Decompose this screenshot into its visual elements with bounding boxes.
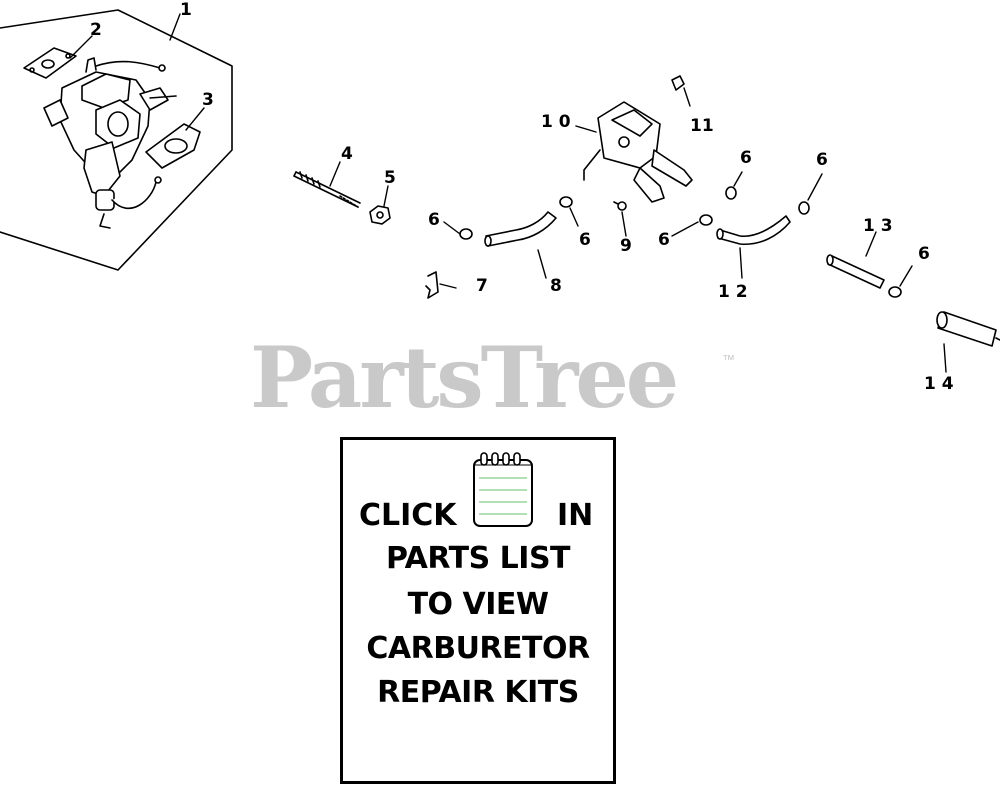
carburetor-assembly-frame (0, 9, 233, 271)
callout-1[interactable]: 1 (180, 0, 192, 20)
callout-4[interactable]: 4 (341, 144, 353, 164)
notepad-icon (473, 452, 533, 527)
callout-6-e[interactable]: 6 (816, 150, 828, 170)
callout-6-b[interactable]: 6 (579, 230, 591, 250)
notice-in-word: IN (557, 498, 594, 533)
callout-6-f[interactable]: 6 (918, 244, 930, 264)
notice-line-carburetor: CARBURETOR (366, 631, 590, 666)
carburetor-kit-notice[interactable]: CLICK IN PARTS LIST TO VIEW CARBURETOR R… (340, 437, 616, 784)
part-3-gasket (145, 123, 201, 169)
callout-2[interactable]: 2 (90, 20, 102, 40)
callout-6-a[interactable]: 6 (428, 210, 440, 230)
callout-5[interactable]: 5 (384, 168, 396, 188)
callout-14[interactable]: 1 4 (924, 374, 954, 394)
callout-8[interactable]: 8 (550, 276, 562, 296)
callout-6-d[interactable]: 6 (740, 148, 752, 168)
part-12-hose (716, 215, 791, 246)
notice-line-to-view: TO VIEW (407, 587, 549, 622)
leader-lines (69, 13, 947, 373)
callout-12[interactable]: 1 2 (718, 282, 748, 302)
part-5-nut (369, 205, 391, 225)
part-10-fuel-pump (583, 101, 693, 203)
part-1-carburetor (43, 57, 177, 229)
notice-line-parts-list: PARTS LIST (385, 541, 571, 576)
part-7-bracket (425, 271, 439, 299)
part-14-fuel-filter (936, 311, 1000, 347)
part-8-hose (484, 211, 557, 247)
callout-11[interactable]: 11 (690, 116, 714, 136)
watermark-logo: PartsTree (250, 328, 679, 427)
notice-click-word: CLICK (359, 498, 457, 533)
part-2-gasket (23, 47, 77, 79)
callout-3[interactable]: 3 (202, 90, 214, 110)
part-6-clamps (459, 186, 902, 298)
part-13-tube (826, 254, 885, 289)
part-11-clip (671, 75, 685, 91)
part-4-stud (293, 171, 361, 208)
callout-7[interactable]: 7 (476, 276, 488, 296)
callout-6-c[interactable]: 6 (658, 230, 670, 250)
notice-line-repair-kits: REPAIR KITS (377, 675, 579, 710)
callout-13[interactable]: 1 3 (863, 216, 893, 236)
part-9-screw (613, 201, 627, 211)
trademark-symbol: ™ (722, 352, 735, 367)
callout-9[interactable]: 9 (620, 236, 632, 256)
callout-10[interactable]: 1 0 (541, 112, 571, 132)
